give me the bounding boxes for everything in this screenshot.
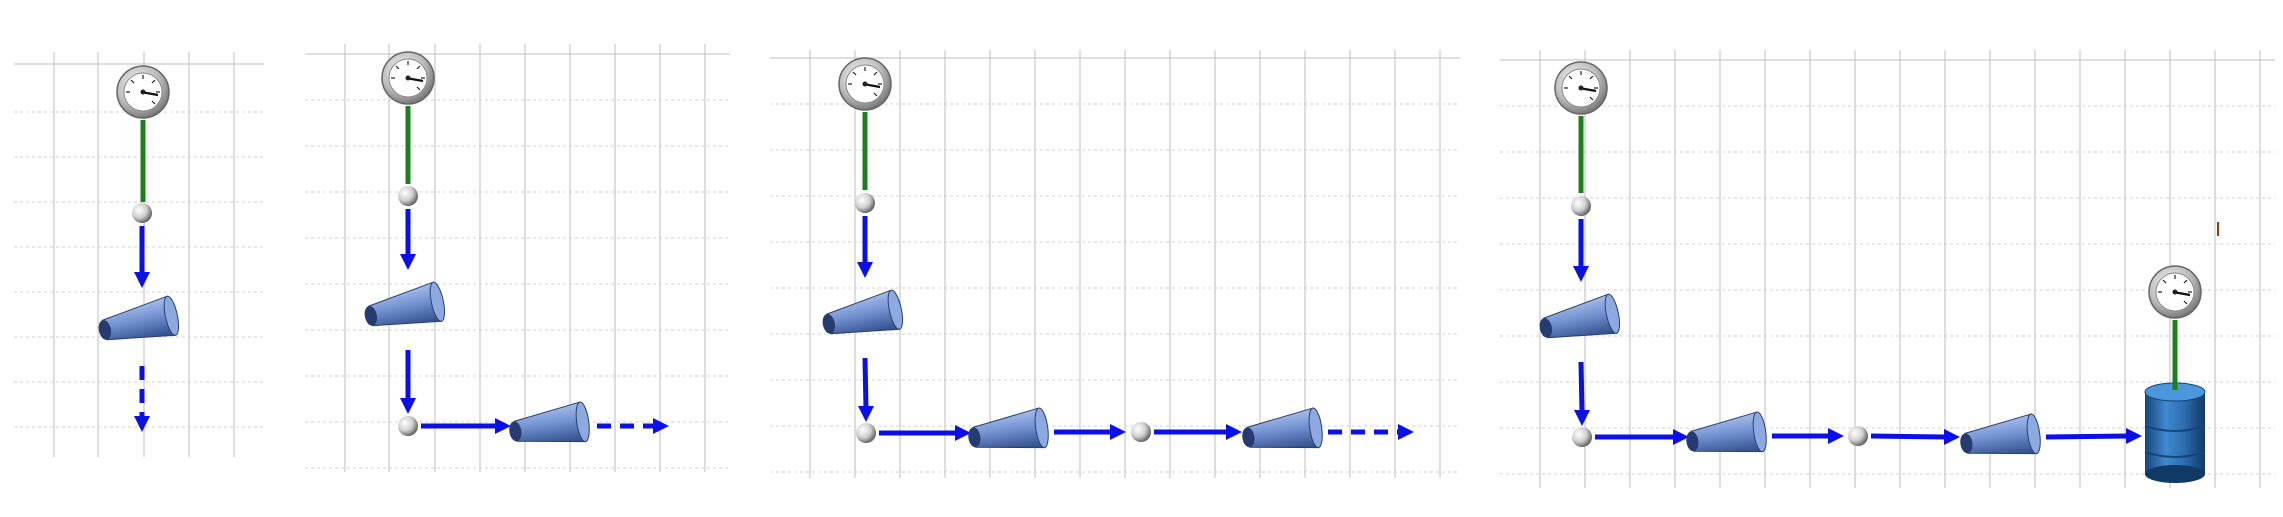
junction-ball-icon[interactable]: [1572, 427, 1592, 447]
pressure-gauge-icon[interactable]: [381, 51, 435, 105]
flow-arrow: [1870, 429, 1960, 445]
panel-1-canvas: [14, 52, 264, 457]
grid: [305, 44, 730, 472]
flow-arrow: [858, 357, 874, 422]
nozzle-icon[interactable]: [507, 401, 592, 452]
junction-ball-icon[interactable]: [1848, 426, 1868, 446]
nozzle-icon[interactable]: [1240, 407, 1325, 458]
panel-2-canvas: [305, 44, 730, 472]
pressure-gauge-icon[interactable]: [2148, 265, 2202, 319]
junction-ball-icon[interactable]: [856, 423, 876, 443]
flow-arrow: [134, 226, 150, 288]
flow-arrow: [421, 418, 511, 434]
pressure-gauge-icon[interactable]: [838, 57, 892, 111]
diagram-panel-3: [770, 50, 1460, 480]
diagram-panel-1: [14, 52, 264, 462]
flow-arrow: [1054, 424, 1126, 440]
junction-ball-icon[interactable]: [1131, 422, 1151, 442]
nozzle-icon[interactable]: [966, 407, 1051, 458]
flow-arrow-open: [1328, 424, 1414, 440]
nozzle-icon[interactable]: [1536, 293, 1623, 349]
grid: [770, 50, 1460, 478]
flow-arrow: [1772, 428, 1844, 444]
nozzle-icon[interactable]: [95, 295, 182, 351]
flow-arrow-open: [597, 418, 669, 434]
pressure-gauge-icon[interactable]: [116, 65, 170, 119]
flow-arrow: [1573, 219, 1589, 282]
flow-arrow: [400, 209, 416, 270]
flow-arrow: [2045, 428, 2142, 444]
flow-arrow: [1595, 429, 1689, 445]
nozzle-icon[interactable]: [1958, 413, 2043, 464]
flow-arrow: [857, 216, 873, 278]
panel-3-canvas: [770, 50, 1460, 478]
tank-barrel-icon[interactable]: [2144, 382, 2206, 483]
flow-arrow: [1574, 361, 1590, 426]
nozzle-icon[interactable]: [361, 281, 448, 337]
flow-arrow-open: [134, 366, 150, 432]
junction-ball-icon[interactable]: [398, 186, 418, 206]
flow-arrow: [400, 350, 416, 414]
panel-4-canvas: [1500, 50, 2275, 488]
junction-ball-icon[interactable]: [1571, 196, 1591, 216]
diagram-panel-4: [1500, 50, 2275, 490]
nozzle-icon[interactable]: [819, 289, 906, 345]
nozzle-icon[interactable]: [1684, 411, 1769, 462]
flow-arrow: [1154, 424, 1242, 440]
diagram-panel-2: [305, 44, 730, 474]
junction-ball-icon[interactable]: [132, 203, 152, 223]
junction-ball-icon[interactable]: [855, 193, 875, 213]
junction-ball-icon[interactable]: [398, 416, 418, 436]
pressure-gauge-icon[interactable]: [1554, 61, 1608, 115]
flow-arrow: [879, 425, 971, 441]
